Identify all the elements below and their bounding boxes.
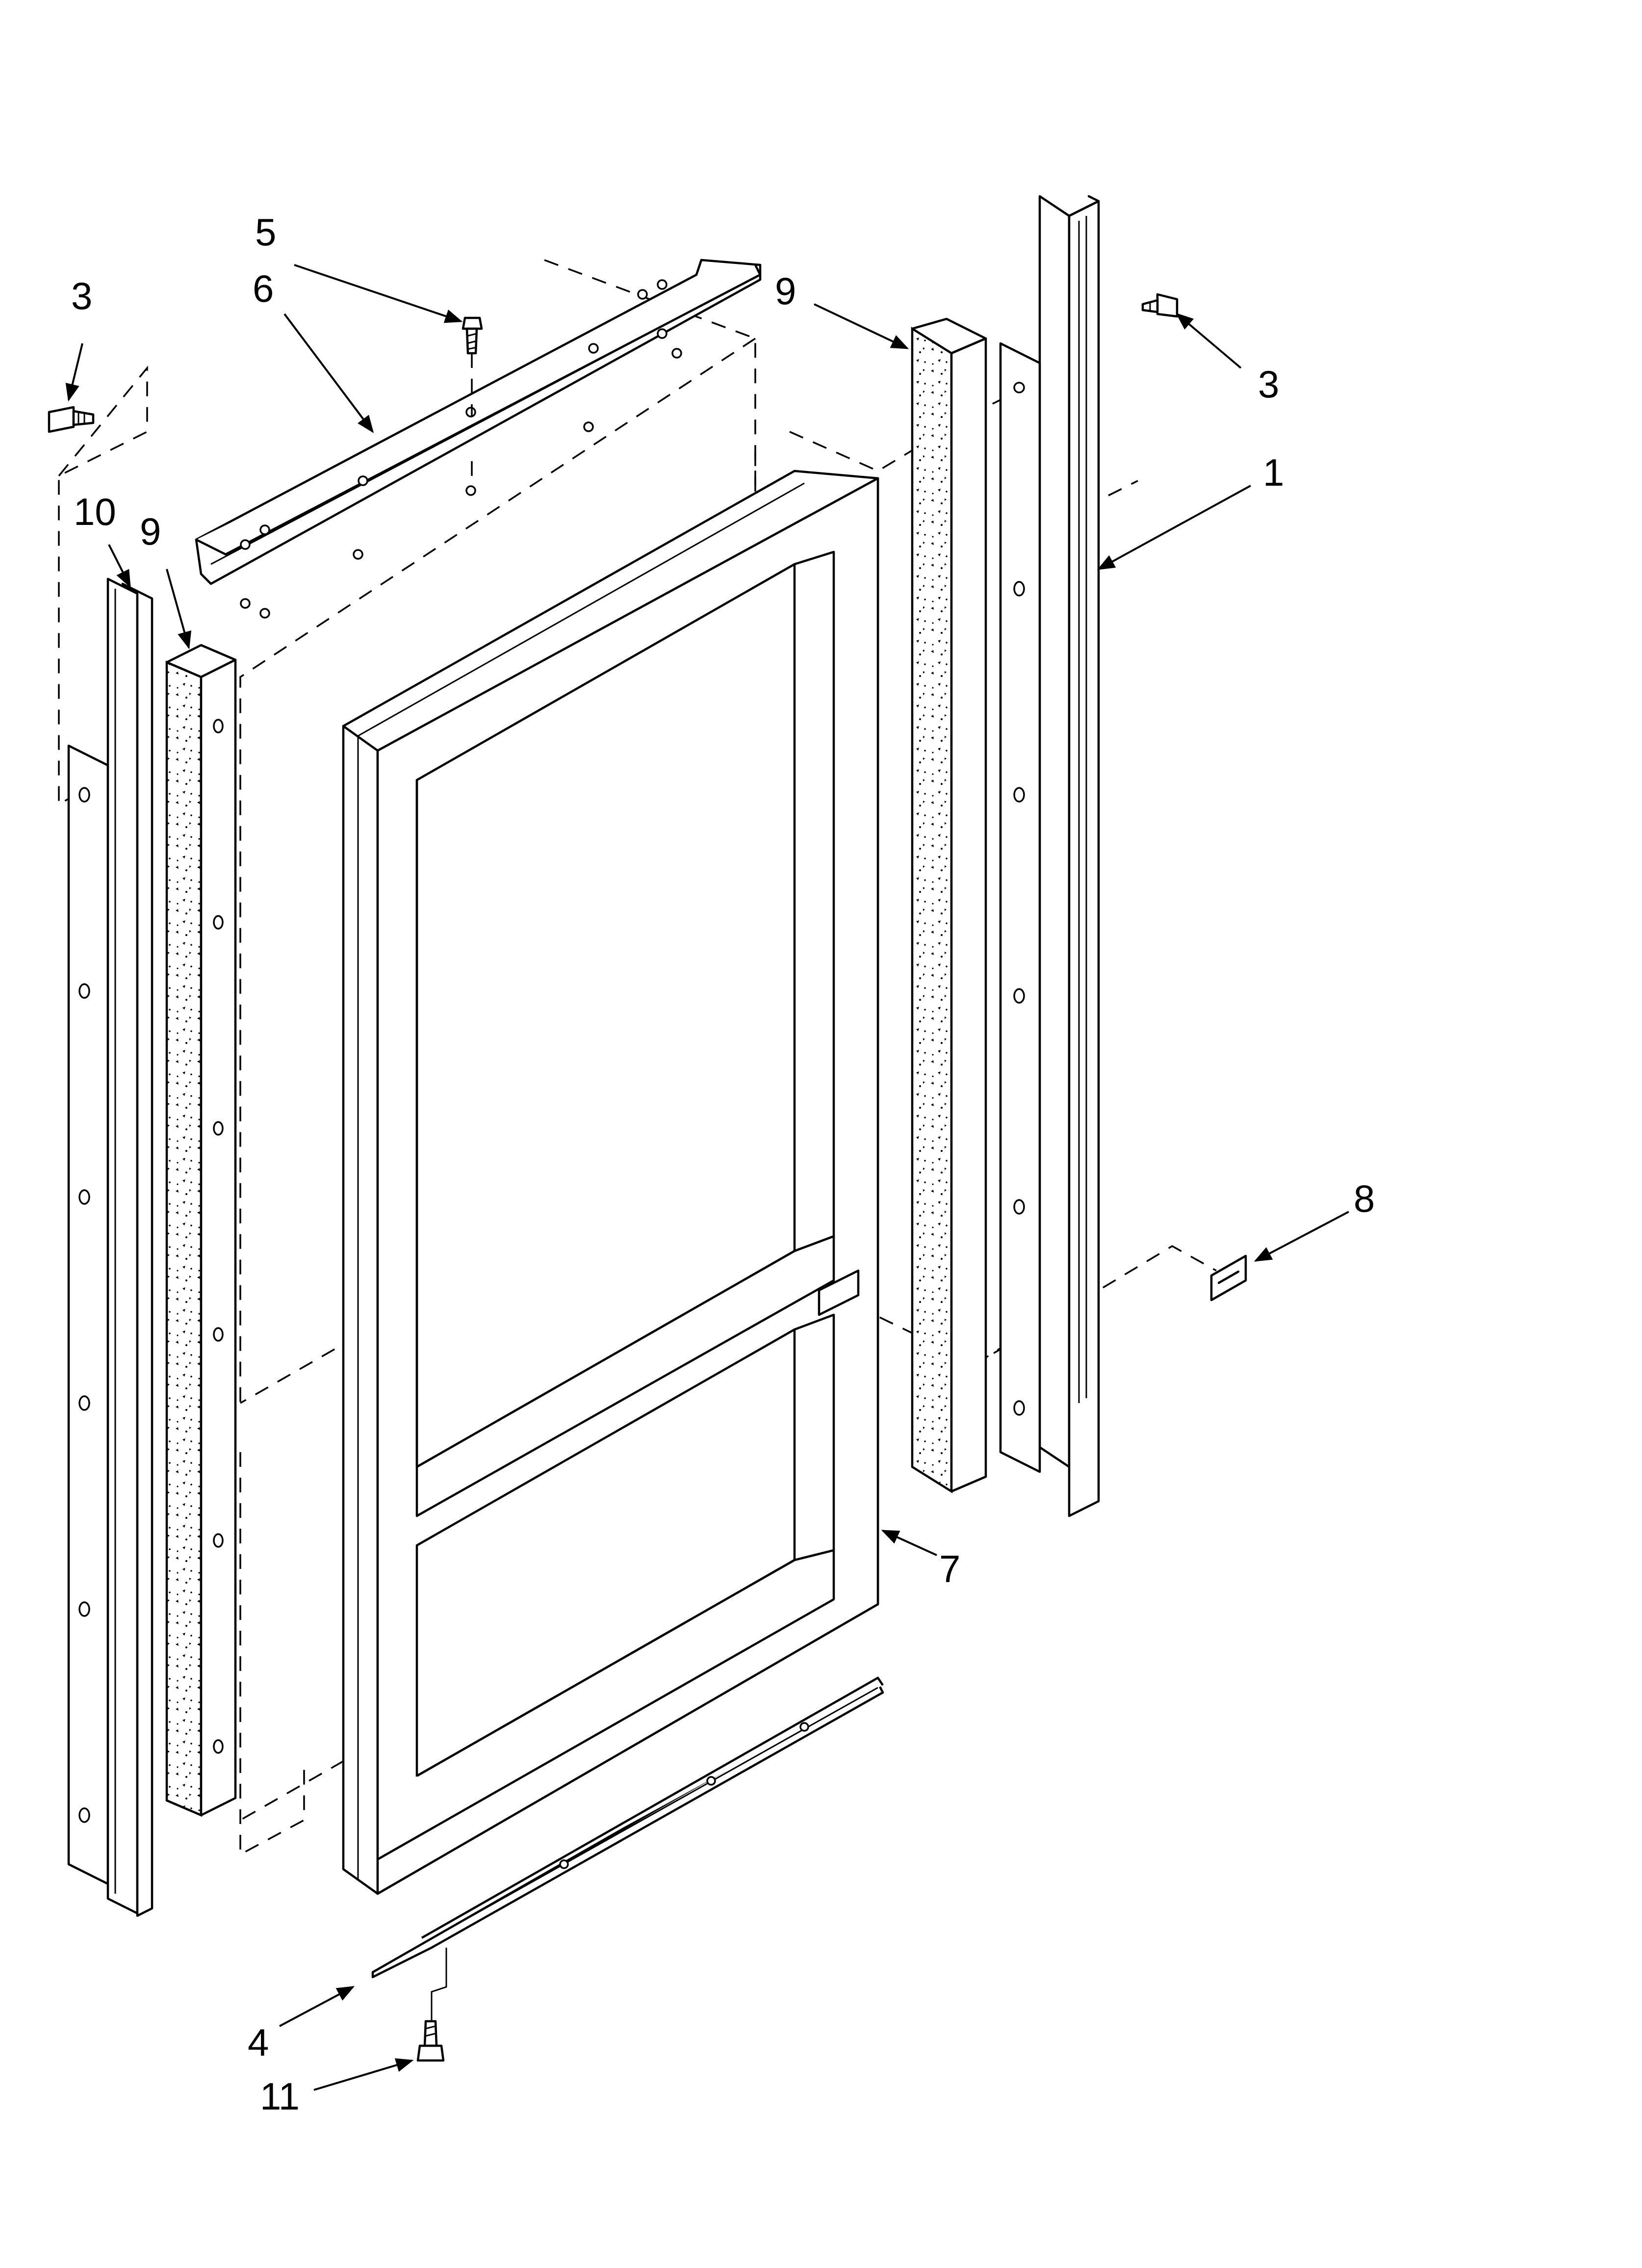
callout-8: 8 [1354, 1177, 1375, 1220]
part-9-right-foam-strip [911, 317, 987, 1494]
part-7-door-frame [342, 469, 879, 1895]
callout-3-left: 3 [71, 274, 92, 317]
callout-6: 6 [253, 267, 274, 310]
callout-1: 1 [1263, 451, 1284, 494]
part-11-screw [416, 2020, 445, 2062]
part-1-right-flange [999, 195, 1100, 1517]
part-9-left-foam-strip [165, 644, 237, 1817]
part-6-top-bracket [195, 259, 762, 619]
callout-7: 7 [939, 1547, 960, 1590]
callout-labels: 3 5 6 9 3 1 10 9 8 7 4 11 [71, 210, 1375, 2118]
part-3-screw-right [1141, 293, 1179, 318]
callout-10: 10 [74, 490, 116, 533]
callout-5: 5 [255, 210, 276, 254]
callout-11: 11 [260, 2075, 300, 2118]
part-8-clip [1210, 1254, 1247, 1302]
callout-9-left: 9 [140, 510, 161, 553]
callout-3-right: 3 [1258, 363, 1279, 406]
part-4-bottom-rail [371, 1676, 884, 2021]
part-10-left-flange [67, 577, 154, 1917]
callout-9-right: 9 [775, 269, 796, 313]
callout-4: 4 [248, 2021, 269, 2064]
callout-leaders [65, 264, 1349, 2091]
part-3-screw-left [48, 406, 95, 433]
part-5-screw [462, 316, 483, 486]
